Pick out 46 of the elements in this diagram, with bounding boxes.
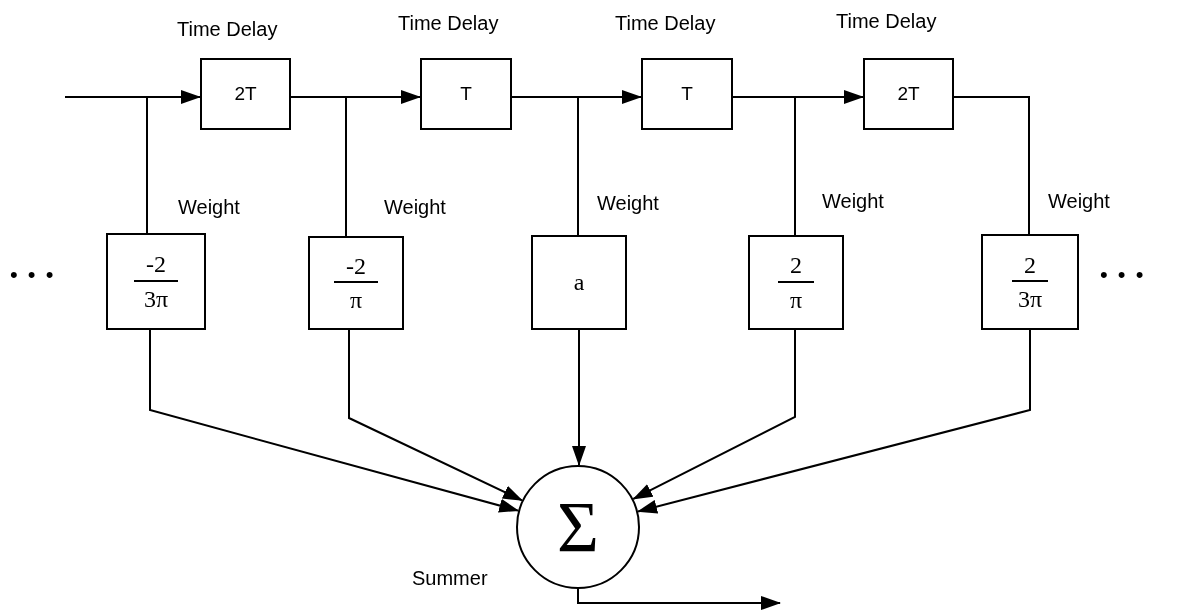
block-value: 2T xyxy=(897,83,920,105)
block-heading: Time Delay xyxy=(836,10,937,33)
block-value: 2T xyxy=(234,83,257,105)
weight-block xyxy=(308,236,404,330)
fraction-numerator: 2 xyxy=(1012,251,1048,282)
arrow xyxy=(632,329,796,500)
delay-block xyxy=(641,58,733,130)
connector-line xyxy=(511,96,579,236)
weight-block xyxy=(748,235,844,330)
fraction-numerator: 2 xyxy=(778,252,814,283)
weight-block xyxy=(531,235,627,330)
connector-line xyxy=(64,96,148,234)
block-value: a xyxy=(573,269,585,296)
arrow xyxy=(637,329,1031,514)
block-caption: Weight xyxy=(178,196,240,219)
weight-block xyxy=(106,233,206,330)
block-caption: Weight xyxy=(384,196,446,219)
block-heading: Time Delay xyxy=(615,12,716,35)
fraction-denominator: π xyxy=(789,285,803,313)
block-caption: Weight xyxy=(597,192,659,215)
connector-line xyxy=(732,96,796,236)
connector-line xyxy=(953,96,1030,235)
fraction-denominator: 3π xyxy=(1017,285,1043,313)
fraction-numerator: -2 xyxy=(134,251,178,282)
arrow xyxy=(149,329,520,513)
fraction-denominator: 3π xyxy=(143,284,169,312)
connector-line xyxy=(290,96,347,237)
ellipsis-dots: • • • xyxy=(1100,262,1146,288)
block-value: T xyxy=(460,83,472,105)
block-heading: Time Delay xyxy=(177,18,278,41)
delay-block xyxy=(420,58,512,130)
weight-block xyxy=(981,234,1079,330)
block-caption: Weight xyxy=(1048,190,1110,213)
fraction-numerator: -2 xyxy=(334,252,378,283)
delay-block xyxy=(200,58,291,130)
ellipsis-dots: • • • xyxy=(10,262,56,288)
delay-block xyxy=(863,58,954,130)
block-value: T xyxy=(681,83,693,105)
sigma-symbol: Σ xyxy=(557,491,599,563)
block-caption: Summer xyxy=(412,567,488,590)
arrow xyxy=(572,329,586,466)
fraction-denominator: π xyxy=(349,286,363,314)
block-heading: Time Delay xyxy=(398,12,499,35)
arrow xyxy=(348,329,523,502)
block-caption: Weight xyxy=(822,190,884,213)
arrow xyxy=(577,588,781,610)
